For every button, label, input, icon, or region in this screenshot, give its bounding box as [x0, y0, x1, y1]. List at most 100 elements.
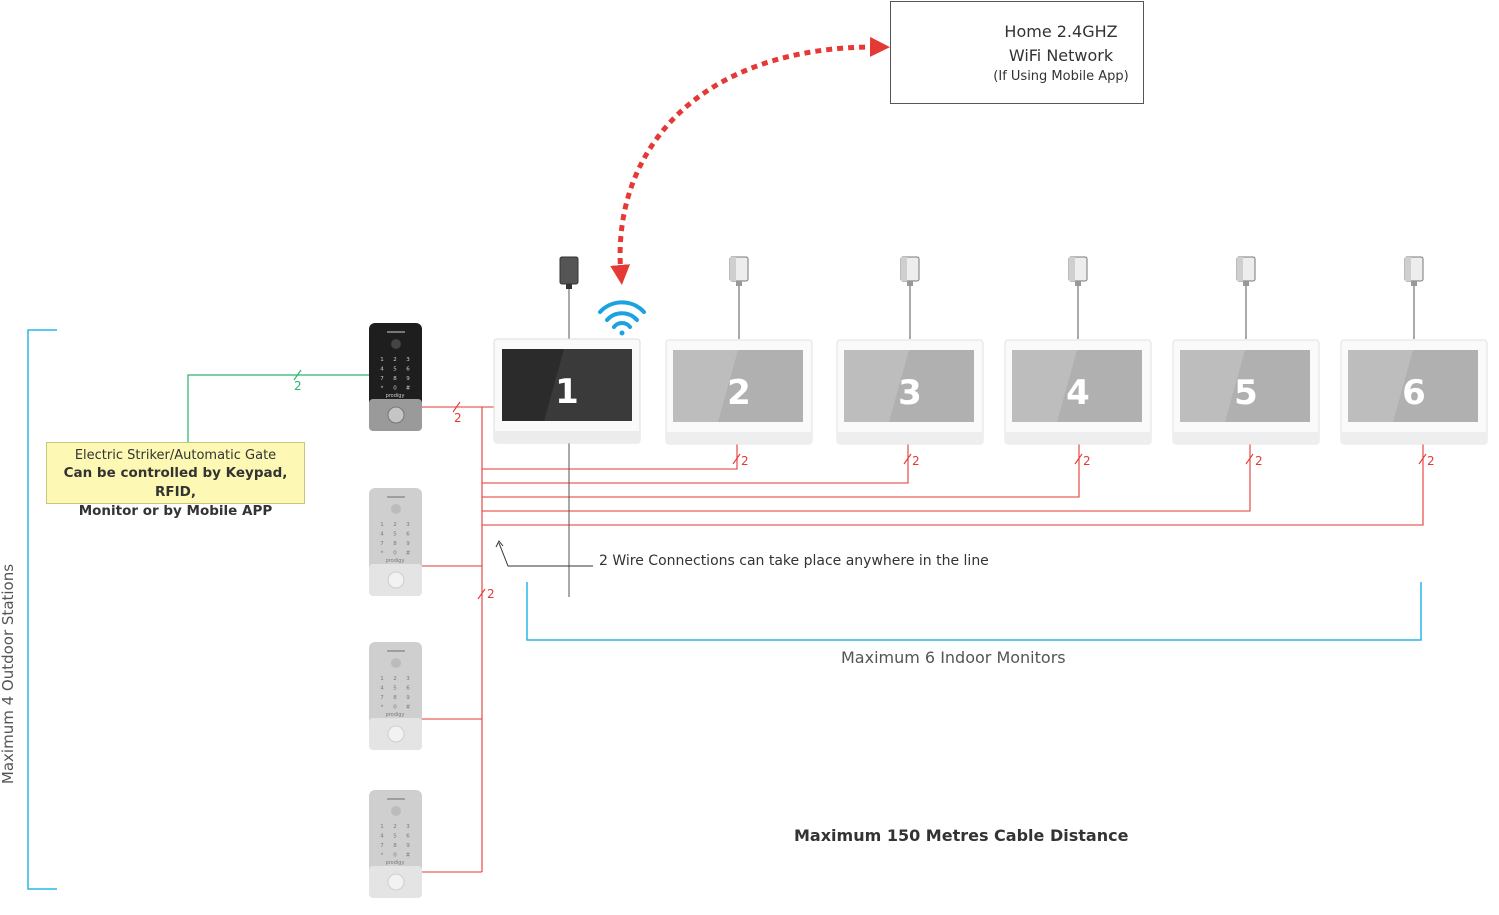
wire-count-monitor-2: 2	[741, 454, 749, 468]
electric-striker-note: Electric Striker/Automatic Gate Can be c…	[46, 442, 305, 519]
keypad-key: 9	[406, 695, 410, 701]
monitor-2: 2	[665, 339, 813, 445]
monitor-number-4: 4	[1066, 373, 1090, 413]
keypad-key: 8	[393, 695, 397, 701]
keypad-key: *	[381, 705, 384, 711]
keypad-key: 6	[406, 532, 410, 538]
keypad-key: 7	[380, 541, 384, 547]
keypad-key: 0	[393, 853, 397, 859]
keypad-key: #	[406, 853, 411, 859]
wifi-network-text: Home 2.4GHZ WiFi Network (If Using Mobil…	[986, 20, 1136, 86]
power-supply-5	[1236, 256, 1256, 339]
wire-count-striker: 2	[294, 379, 302, 393]
keypad-key: 2	[393, 824, 397, 830]
keypad-key: 1	[380, 824, 384, 830]
keypad-key: 8	[393, 541, 397, 547]
wifi-icon	[598, 300, 646, 336]
power-supply-4	[1068, 256, 1088, 339]
monitor-1: 1	[493, 338, 641, 444]
keypad-key: 4	[380, 367, 384, 373]
outdoor-station-1	[369, 323, 422, 431]
keypad-key: 5	[393, 367, 397, 373]
keypad-key: 1	[380, 357, 384, 363]
wire-count-monitor-4: 2	[1083, 454, 1091, 468]
keypad-key: 5	[393, 834, 397, 840]
keypad-key: 8	[393, 376, 397, 382]
wifi-subtitle: WiFi Network	[1008, 46, 1114, 65]
power-supply-3	[900, 256, 920, 339]
keypad-key: 4	[380, 532, 384, 538]
cable-distance-label: Maximum 150 Metres Cable Distance	[794, 826, 1129, 845]
keypad-key: 5	[393, 686, 397, 692]
keypad-key: *	[381, 853, 384, 859]
monitor-number-2: 2	[727, 373, 751, 413]
monitor-6: 6	[1340, 339, 1488, 445]
monitor-4: 4	[1004, 339, 1152, 445]
power-supply-2	[729, 256, 749, 339]
brand-logo: prodigy	[386, 558, 405, 564]
monitor-5: 5	[1172, 339, 1320, 445]
keypad-key: 2	[393, 676, 397, 682]
keypad-key: 3	[406, 676, 410, 682]
monitor-number-6: 6	[1402, 373, 1426, 413]
keypad-key: 1	[380, 676, 384, 682]
indoor-monitors-label: Maximum 6 Indoor Monitors	[841, 648, 1066, 667]
keypad-key: 4	[380, 834, 384, 840]
striker-control-line-2: Monitor or by Mobile APP	[78, 503, 273, 519]
keypad-key: #	[406, 705, 411, 711]
outdoor-stations-label: Maximum 4 Outdoor Stations	[0, 563, 17, 785]
keypad-key: 0	[393, 386, 397, 392]
keypad-key: 9	[406, 376, 410, 382]
indoor-monitors-bracket	[526, 582, 1422, 641]
keypad-key: 7	[380, 843, 384, 849]
keypad-key: 7	[380, 695, 384, 701]
keypad-key: 6	[406, 834, 410, 840]
keypad-key: *	[381, 551, 384, 557]
wire-count-labels: 2 2 2 2 2 2 2	[454, 411, 1435, 601]
keypad-key: 0	[393, 705, 397, 711]
keypad-key: 9	[406, 843, 410, 849]
wifi-title: Home 2.4GHZ	[1004, 22, 1118, 41]
striker-title: Electric Striker/Automatic Gate	[74, 448, 277, 463]
keypad-key: 3	[406, 522, 410, 528]
keypad-key: 9	[406, 541, 410, 547]
keypad-key: 3	[406, 824, 410, 830]
brand-logo: prodigy	[386, 860, 405, 866]
connection-note-pointer	[495, 540, 593, 567]
monitor-3: 3	[836, 339, 984, 445]
keypad-key: *	[381, 386, 384, 392]
striker-wire	[187, 369, 371, 442]
brand-logo: prodigy	[386, 393, 405, 399]
keypad-key: 7	[380, 376, 384, 382]
monitor-number-5: 5	[1234, 373, 1258, 413]
keypad-key: 2	[393, 522, 397, 528]
monitor-number-1: 1	[555, 372, 579, 412]
wire-count-monitor-5: 2	[1255, 454, 1263, 468]
keypad-key: #	[406, 551, 411, 557]
keypad-key: 5	[393, 532, 397, 538]
wifi-note: (If Using Mobile App)	[993, 69, 1129, 84]
red-wiring	[421, 401, 1427, 873]
wire-count-bus: 2	[487, 587, 495, 601]
keypad-key: 6	[406, 686, 410, 692]
wifi-link-arrow	[610, 36, 890, 285]
wifi-network-box: Home 2.4GHZ WiFi Network (If Using Mobil…	[890, 1, 1144, 104]
keypad-key: 4	[380, 686, 384, 692]
monitor-number-3: 3	[898, 373, 922, 413]
striker-control-line-1: Can be controlled by Keypad, RFID,	[63, 465, 288, 500]
keypad-key: 8	[393, 843, 397, 849]
keypad-key: 3	[406, 357, 410, 363]
keypad-key: 6	[406, 367, 410, 373]
connection-note: 2 Wire Connections can take place anywhe…	[599, 553, 989, 569]
keypad-key: #	[406, 386, 411, 392]
brand-logo: prodigy	[386, 712, 405, 718]
power-supply-6	[1404, 256, 1424, 339]
keypad-key: 2	[393, 357, 397, 363]
wire-count-monitor-3: 2	[912, 454, 920, 468]
keypad-key: 1	[380, 522, 384, 528]
keypad-key: 0	[393, 551, 397, 557]
wire-count-outdoor: 2	[454, 411, 462, 425]
wire-count-monitor-6: 2	[1427, 454, 1435, 468]
